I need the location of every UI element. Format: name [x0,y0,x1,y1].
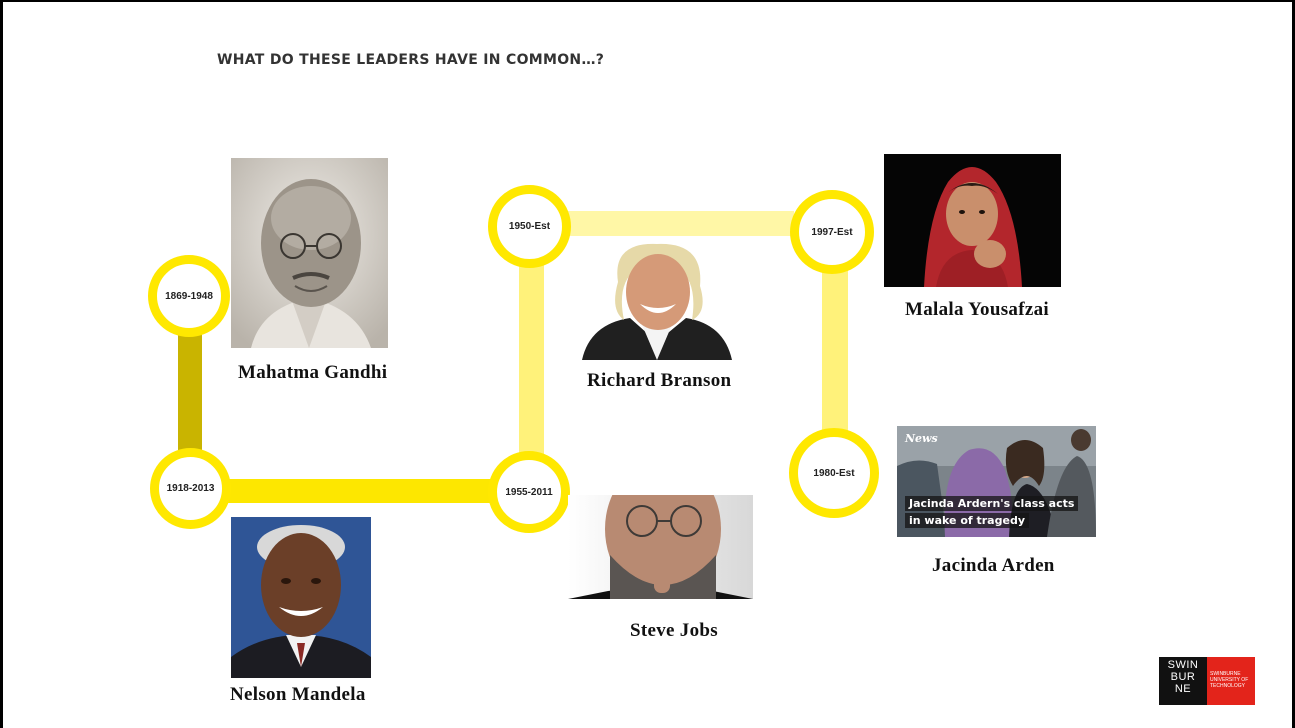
timeline-node-malala: 1997-Est [790,190,874,274]
photo-mandela [231,517,371,678]
connector-branson-malala [568,211,794,236]
leader-name-richard-branson: Richard Branson [587,370,732,391]
slide: WHAT DO THESE LEADERS HAVE IN COMMON…? 1… [3,2,1292,728]
leader-name-steve-jobs: Steve Jobs [630,620,718,641]
photo-jacinda-arden: News Jacinda Ardern's class acts in wake… [897,426,1096,537]
logo-sub-line2: UNIVERSITY OF [1210,677,1249,683]
logo-sub-line3: TECHNOLOGY [1210,683,1246,689]
leader-name-gandhi: Mahatma Gandhi [238,362,388,383]
logo-sub-line1: SWINBURNE [1210,671,1241,677]
node-label: 1980-Est [813,467,855,479]
connector-malala-jacinda [822,270,848,432]
timeline-node-jobs: 1955-2011 [488,451,570,533]
timeline-node-mandela: 1918-2013 [150,448,231,529]
logo-wordmark: SWINBURNE UNIVERSITY OF TECHNOLOGY [1207,657,1255,705]
node-label: 1955-2011 [505,486,553,498]
photo-caption-line1: Jacinda Ardern's class acts [905,496,1079,511]
connector-jobs-branson [519,264,544,456]
photo-steve-jobs [568,495,753,599]
node-label: 1918-2013 [166,483,215,494]
photo-caption-line2: in wake of tragedy [905,513,1029,528]
news-watermark: News [905,432,938,445]
logo-text-line2: BUR [1170,671,1196,683]
swinburne-logo: SWIN BUR NE SWINBURNE UNIVERSITY OF TECH… [1159,657,1255,705]
leader-name-malala-yousafzai: Malala Yousafzai [905,299,1049,320]
slide-title: WHAT DO THESE LEADERS HAVE IN COMMON…? [217,52,605,68]
node-label: 1869-1948 [165,290,213,302]
photo-richard-branson [582,242,732,360]
leader-name-jacinda-arden: Jacinda Arden [932,555,1055,576]
node-label: 1950-Est [508,221,551,232]
timeline-node-jacinda: 1980-Est [789,428,879,518]
logo-mark: SWIN BUR NE [1159,657,1207,705]
photo-gandhi [231,158,388,348]
node-label: 1997-Est [811,226,853,238]
photo-malala-yousafzai [884,154,1061,287]
logo-text-line3: NE [1174,683,1192,695]
timeline-node-branson: 1950-Est [488,185,571,268]
connector-gandhi-mandela [178,332,202,452]
timeline-node-gandhi: 1869-1948 [148,255,230,337]
logo-text-line1: SWIN [1167,659,1199,671]
leader-name-mandela: Nelson Mandela [230,684,366,705]
connector-mandela-jobs [225,479,493,503]
